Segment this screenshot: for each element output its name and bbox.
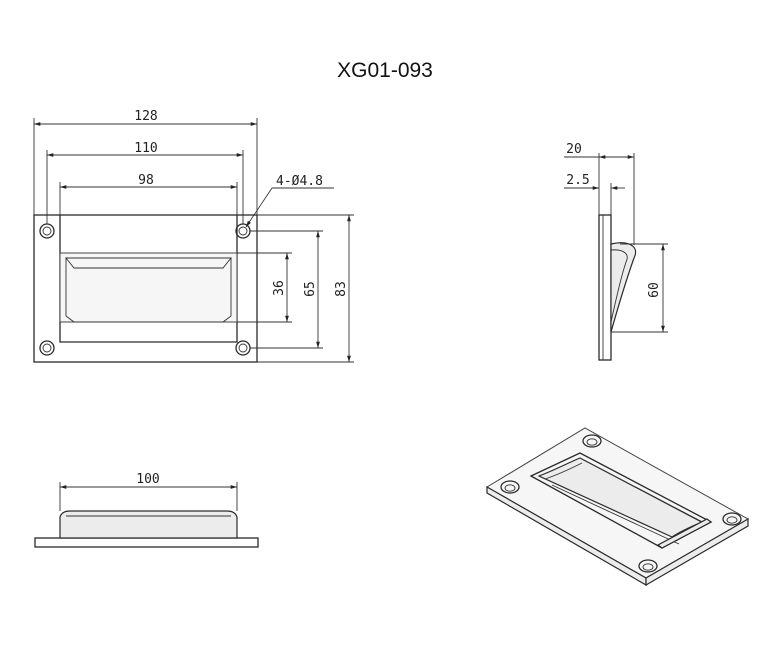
- dim-hole-spacing: 110: [46, 141, 244, 224]
- iso-hole-left: [500, 480, 520, 494]
- bottom-plate: [34, 537, 259, 548]
- dim-height-overall: 83: [257, 214, 354, 363]
- iso-hole-right: [722, 512, 742, 526]
- side-cup-profile: [610, 242, 637, 333]
- dim-cup-width: 100: [59, 472, 238, 511]
- bottom-cup: [59, 510, 238, 539]
- dim-hole-spacing-vertical: 65: [250, 230, 323, 349]
- dim-cup-height-label: 60: [647, 282, 662, 298]
- dim-holes-label: 4-Ø4.8: [276, 174, 323, 189]
- dim-width-overall: 128: [33, 109, 258, 215]
- dim-hole-spacing-vertical-label: 65: [303, 281, 318, 297]
- side-view: 20 2.5 60: [564, 142, 668, 361]
- iso-cup-lip: [656, 518, 713, 549]
- front-recess-lip: [65, 257, 232, 269]
- front-recess-cup: [59, 252, 238, 323]
- isometric-view: [486, 427, 750, 587]
- mounting-hole-bottom-right: [235, 340, 251, 356]
- dim-recess-height: 36: [237, 252, 292, 323]
- iso-hole-bottom: [638, 559, 658, 573]
- bottom-view: 100: [34, 472, 259, 548]
- dim-holes-callout: 4-Ø4.8: [245, 174, 334, 228]
- dim-width-overall-label: 128: [134, 109, 157, 124]
- mounting-hole-top-left: [39, 223, 55, 239]
- dim-height-overall-label: 83: [334, 281, 349, 297]
- mounting-hole-top-right: [235, 223, 251, 239]
- dim-depth-label: 20: [566, 142, 582, 157]
- dim-plate-thickness-label: 2.5: [566, 173, 589, 188]
- dim-recess-height-label: 36: [272, 280, 287, 296]
- side-plate: [598, 214, 612, 361]
- dim-cup-width-label: 100: [136, 472, 159, 487]
- dim-hole-spacing-label: 110: [134, 141, 157, 156]
- iso-hole-top: [582, 434, 602, 448]
- dim-plate-thickness: 2.5: [564, 173, 625, 215]
- iso-plate-right-edge: [645, 517, 749, 587]
- dim-recess-width-label: 98: [138, 173, 154, 188]
- front-recess-inner-bottom: [65, 315, 232, 323]
- dim-depth: 20: [564, 142, 635, 245]
- drawing-title: XG01-093: [337, 59, 433, 82]
- mounting-hole-bottom-left: [39, 340, 55, 356]
- front-view: 128 110 98 4-Ø4.8 36: [33, 109, 354, 363]
- dim-recess-width: 98: [59, 173, 238, 215]
- dim-cup-height: 60: [611, 243, 668, 333]
- front-plate-outline: [33, 214, 258, 363]
